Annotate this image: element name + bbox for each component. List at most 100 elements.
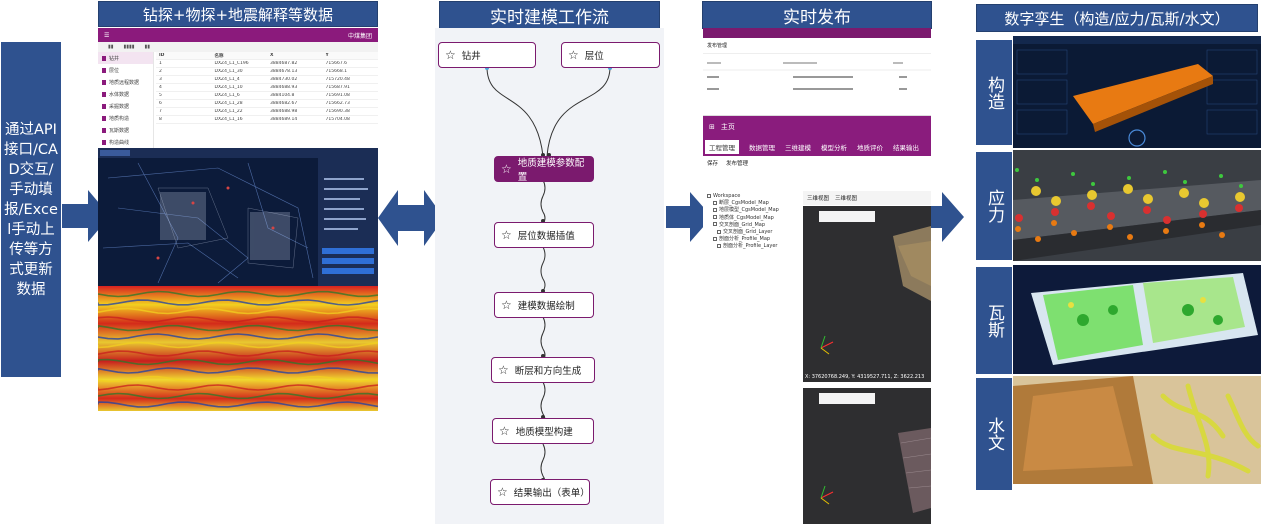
node-data-drawing[interactable]: ☆建模数据绘制 [494,292,594,318]
arrow-right-3-icon [916,192,964,242]
stress-point [1035,236,1041,242]
node-horizon[interactable]: ☆层位 [561,42,660,68]
structure-3d-image [1013,36,1261,148]
table-cell: 715687.91 [325,85,350,90]
menu-item[interactable]: 模型分析 [821,144,847,152]
tree-item[interactable]: 地质体_CgsModel_Map [707,214,779,221]
node-label: 地质模型构建 [515,427,573,438]
seismic-band [98,350,378,357]
sidebar-item[interactable]: 地质远程数据 [98,76,153,88]
menu-item[interactable]: 结果输出 [893,144,919,152]
stress-point [1127,176,1131,180]
app-top-bar: ☰ 中煤集团 [98,28,378,42]
header-digital-twin: 数字孪生（构造/应力/瓦斯/水文） [976,4,1258,32]
tree-item-label: 交叉剖面_Grid_Layer [723,229,773,236]
stress-point [1015,226,1021,232]
table-header-row: ID 名称 X Y [156,52,378,60]
checkbox-icon [707,193,711,198]
sidebar-item[interactable]: 水体数据 [98,88,153,100]
tree-item-label: 断层_CgsModel_Map [719,200,769,207]
star-icon: ☆ [499,424,510,438]
sidebar-item[interactable]: 层位 [98,64,153,76]
checkbox-icon [713,215,717,220]
header-publish-text: 实时发布 [783,7,851,28]
file-icon [102,55,106,61]
file-icon [102,139,106,145]
sidebar-item[interactable]: 地质构造 [98,112,153,124]
node-drilling[interactable]: ☆钻井 [438,42,536,68]
table-cell: DXZ4_L1_22 [214,109,243,114]
star-icon: ☆ [568,48,579,62]
stress-point [1235,204,1243,212]
checkbox-icon [713,222,717,227]
publish-panel: 发布管理 ⊞ 主页 工程管理 数据管理 三维建模 模型分析 地质评价 结果输出 … [703,28,931,524]
publish-top-bar [703,28,931,38]
table-header-cell: ID [159,53,165,58]
publish-manager-screenshot: 发布管理 [703,28,931,116]
menu-item[interactable]: 数据管理 [749,144,775,152]
header-digital-twin-text: 数字孪生（构造/应力/瓦斯/水文） [1004,9,1230,28]
tab-3d-view-2[interactable]: 三维视图 [835,196,858,202]
header-workflow: 实时建模工作流 [439,1,660,29]
3d-viewport-2[interactable] [803,388,931,524]
stress-point [1199,198,1209,208]
table-cell: 3884687.82 [270,61,298,66]
tree-item[interactable]: 剖面分析_Profile_Layer [707,242,779,249]
tree-item-label: 地质体_CgsModel_Map [719,214,774,221]
tree-item-label: 剖面分析_Profile_Layer [723,243,778,250]
tab-3d-view-1[interactable]: 三维视图 [807,196,830,202]
label-structure: 构造 [976,40,1012,145]
cad-map-screenshot [98,148,378,286]
tree-item[interactable]: 剖面分析_Profile_Map [707,235,779,242]
tree-item[interactable]: 交叉剖面_Grid_Map [707,221,779,228]
star-icon: ☆ [501,298,512,312]
menu-item[interactable]: 工程管理 [705,140,739,154]
file-icon [102,103,106,109]
app-brand: 中煤集团 [347,32,372,40]
sidebar-item[interactable]: 构造曲线 [98,136,153,148]
coordinate-readout: X: 37620768.249, Y: 4319527.711, Z: 3622… [805,374,925,380]
sidebar-item-label: 钻井 [109,55,120,62]
stress-point [1163,170,1167,174]
menu-item[interactable]: 三维建模 [785,144,811,152]
node-horizon-interpolation[interactable]: ☆层位数据插值 [494,222,594,248]
node-model-build[interactable]: ☆ 地质模型构建 [492,418,594,444]
node-label: 钻井 [461,51,481,62]
label-stress-text: 应力 [984,189,1004,223]
save-button[interactable]: 保存 [707,161,719,167]
table-cell: 3884730.02 [270,77,298,82]
table-cell: 6 [159,101,162,106]
node-result-output[interactable]: ☆结果输出（表单） [490,479,590,505]
tree-item[interactable]: 断层_CgsModel_Map [707,199,779,206]
menu-item[interactable]: 地质评价 [857,144,883,152]
publish-manage-button[interactable]: 发布管理 [726,161,749,167]
arrow-right-2-icon [666,192,712,242]
stress-point [1107,224,1113,230]
label-structure-text: 构造 [984,75,1004,110]
stress-point [1051,196,1061,206]
3d-viewport-1[interactable]: X: 37620768.249, Y: 4319527.711, Z: 3622… [803,206,931,382]
tree-item[interactable]: 地层模型_CgsModel_Map [707,206,779,213]
sidebar-item[interactable]: 瓦斯数据 [98,124,153,136]
app-sidebar: 钻井 层位 地质远程数据 水体数据 采掘数据 地质构造 瓦斯数据 构造曲线 [98,52,154,148]
seismic-band [98,367,378,374]
checkbox-icon [713,200,717,205]
star-icon: ☆ [501,228,512,242]
checkbox-icon [717,229,721,234]
sidebar-item[interactable]: 钻井 [98,52,153,64]
tree-item[interactable]: 交叉剖面_Grid_Layer [707,228,779,235]
tree-item[interactable]: Workspace [707,192,779,199]
sidebar-item[interactable]: 采掘数据 [98,100,153,112]
checkbox-icon [713,207,717,212]
node-modeling-config[interactable]: ☆地质建模参数配置 [494,156,594,183]
node-fault-generation[interactable]: ☆断层和方向生成 [491,357,595,383]
table-cell: 7 [159,109,162,114]
